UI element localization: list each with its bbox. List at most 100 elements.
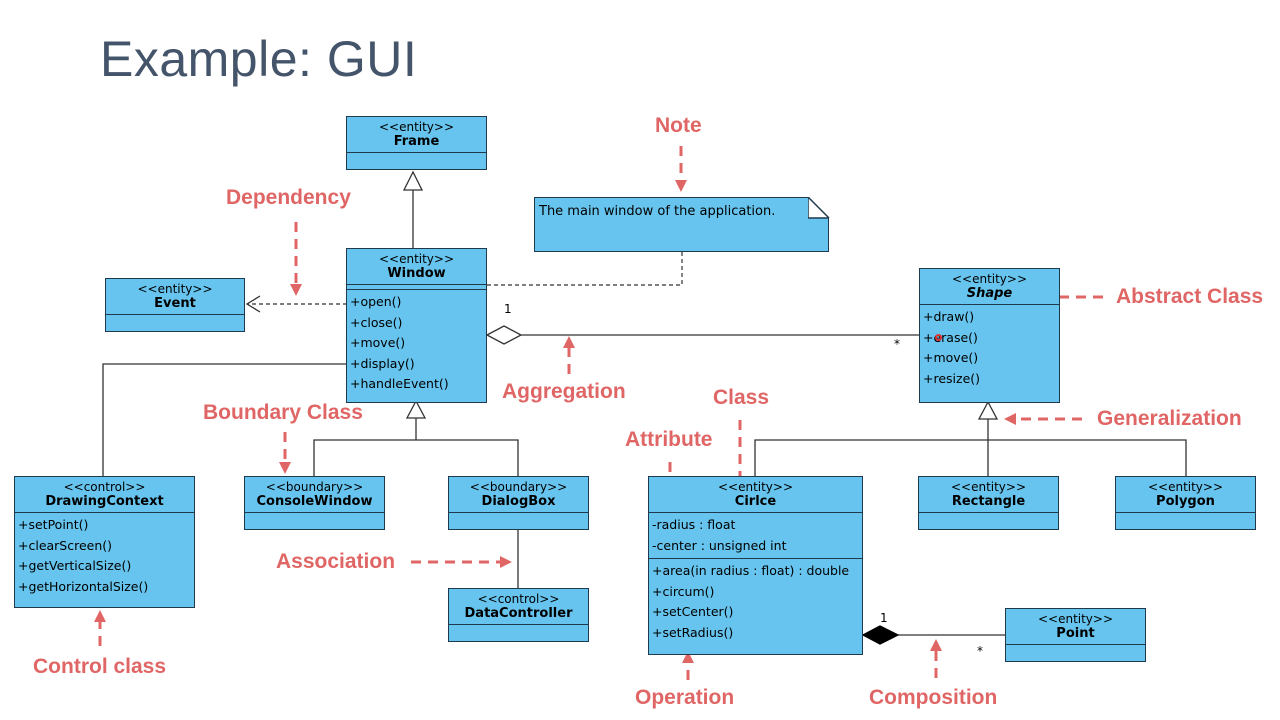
dependency-arrowhead — [245, 295, 261, 313]
operation: +move() — [350, 335, 406, 350]
attributes-compartment — [106, 314, 244, 327]
annotation-operation: Operation — [635, 686, 735, 709]
attributes-compartment — [449, 624, 588, 637]
operation: +open() — [350, 294, 402, 309]
multiplicity-composition-one: 1 — [880, 611, 888, 625]
generalization-shape-tree — [754, 439, 1187, 476]
class-name: DataController — [464, 606, 573, 621]
attributes-compartment — [1006, 644, 1145, 657]
stereotype: <<boundary>> — [265, 480, 364, 494]
annotation-boundary-class: Boundary Class — [203, 401, 363, 424]
attributes-compartment — [347, 152, 486, 165]
stereotype: <<entity>> — [378, 120, 455, 134]
attributes-compartment — [245, 512, 384, 525]
class-frame[interactable]: <<entity>> Frame — [346, 116, 487, 170]
note-text: The main window of the application. — [539, 204, 776, 219]
stereotype: <<entity>> — [1037, 612, 1114, 626]
annotation-generalization: Generalization — [1097, 407, 1242, 430]
class-name: DrawingContext — [45, 494, 164, 509]
attributes-compartment: -radius : float -center : unsigned int — [649, 512, 862, 558]
stereotype: <<control>> — [477, 592, 560, 606]
stereotype: <<entity>> — [951, 272, 1028, 286]
class-name: DialogBox — [481, 494, 556, 509]
attributes-compartment — [347, 284, 486, 289]
stereotype: <<entity>> — [137, 282, 213, 296]
class-dialog-box[interactable]: <<boundary>> DialogBox — [448, 476, 589, 530]
stereotype: <<entity>> — [1147, 480, 1224, 494]
attribute: -radius : float — [652, 517, 736, 532]
class-name: Shape — [966, 286, 1013, 301]
class-name: ConsoleWindow — [256, 494, 373, 509]
note[interactable]: The main window of the application. — [534, 197, 829, 252]
generalization-boundary-tree — [313, 439, 519, 476]
operations-compartment: +open() +close() +move() +display() +han… — [347, 289, 486, 397]
class-name: Event — [154, 296, 196, 311]
operation: +draw() — [923, 309, 975, 324]
annotation-association: Association — [276, 550, 396, 573]
operation: +move() — [923, 350, 979, 365]
attribute: -center : unsigned int — [652, 537, 787, 553]
operation: +close() — [350, 314, 403, 330]
annotation-composition: Composition — [869, 686, 998, 709]
association-window-drawingcontext — [102, 363, 347, 476]
class-point[interactable]: <<entity>> Point — [1005, 608, 1146, 662]
class-circle[interactable]: <<entity>> Cirlce -radius : float -cente… — [648, 476, 863, 655]
operation: +erase() — [923, 329, 978, 345]
class-polygon[interactable]: <<entity>> Polygon — [1115, 476, 1256, 530]
class-data-controller[interactable]: <<control>> DataController — [448, 588, 589, 642]
operation: +circum() — [652, 583, 715, 599]
annotation-class: Class — [713, 386, 770, 409]
operations-compartment: +area(in radius : float) : double +circu… — [649, 558, 862, 645]
stereotype: <<control>> — [63, 480, 146, 494]
class-name: Point — [1056, 626, 1095, 641]
cursor-marker — [935, 334, 942, 341]
annotation-note: Note — [655, 114, 702, 137]
class-drawing-context[interactable]: <<control>> DrawingContext +setPoint() +… — [14, 476, 195, 608]
generalization-window-arrowhead — [405, 399, 427, 419]
stereotype: <<boundary>> — [469, 480, 568, 494]
slide-title: Example: GUI — [100, 31, 418, 87]
generalization-arrowhead — [402, 170, 424, 191]
stereotype: <<entity>> — [378, 252, 455, 266]
annotation-control-class: Control class — [33, 655, 167, 678]
note-anchor — [487, 252, 683, 286]
operation: +clearScreen() — [18, 537, 113, 553]
class-name: Frame — [393, 134, 440, 149]
operations-compartment: +setPoint() +clearScreen() +getVerticalS… — [15, 512, 194, 599]
class-shape[interactable]: <<entity>> Shape +draw() +erase() +move(… — [919, 268, 1060, 403]
multiplicity-aggregation-one: 1 — [504, 302, 512, 316]
multiplicity-aggregation-many: * — [894, 337, 900, 351]
aggregation-diamond — [485, 325, 523, 345]
attributes-compartment — [919, 512, 1058, 525]
operation: +setCenter() — [652, 604, 734, 619]
stereotype: <<entity>> — [717, 480, 794, 494]
operation: +area(in radius : float) : double — [652, 563, 850, 578]
class-name: Polygon — [1156, 494, 1215, 509]
attributes-compartment — [449, 512, 588, 525]
note-fold-icon — [808, 197, 830, 219]
composition-diamond — [861, 625, 900, 645]
operation: +display() — [350, 355, 415, 371]
operation: +handleEvent() — [350, 376, 449, 391]
annotation-attribute: Attribute — [625, 428, 713, 451]
stereotype: <<entity>> — [950, 480, 1027, 494]
class-name: Window — [387, 266, 446, 281]
class-rectangle[interactable]: <<entity>> Rectangle — [918, 476, 1059, 530]
annotation-abstract-class: Abstract Class — [1116, 285, 1264, 308]
class-event[interactable]: <<entity>> Event — [105, 278, 245, 332]
class-name: Cirlce — [734, 494, 777, 509]
class-console-window[interactable]: <<boundary>> ConsoleWindow — [244, 476, 385, 530]
operation: +getVerticalSize() — [18, 558, 132, 573]
annotation-dependency: Dependency — [226, 186, 351, 209]
operation: +setPoint() — [18, 517, 89, 532]
operation: +setRadius() — [652, 624, 734, 640]
generalization-shape-arrowhead — [977, 400, 999, 420]
operations-compartment: +draw() +erase() +move() +resize() — [920, 304, 1059, 391]
multiplicity-composition-many: * — [977, 644, 983, 658]
operation: +resize() — [923, 370, 981, 386]
annotation-aggregation: Aggregation — [502, 380, 626, 403]
operation: +getHorizontalSize() — [18, 578, 149, 594]
class-name: Rectangle — [951, 494, 1026, 509]
attributes-compartment — [1116, 512, 1255, 525]
class-window[interactable]: <<entity>> Window +open() +close() +move… — [346, 248, 487, 403]
